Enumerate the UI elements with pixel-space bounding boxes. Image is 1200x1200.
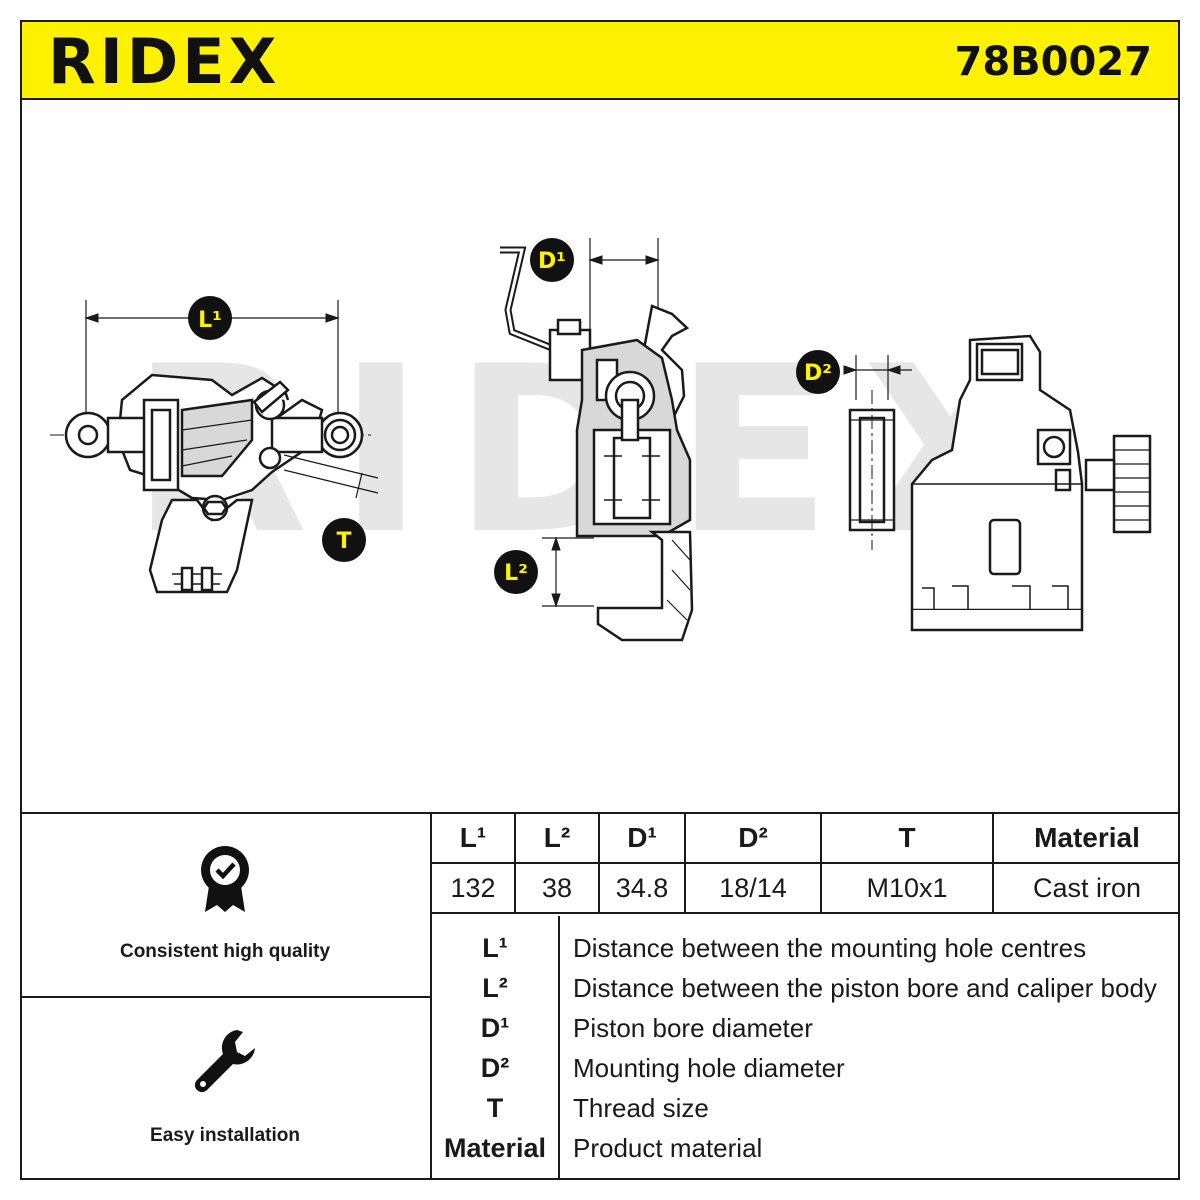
spec-value-l2: 38 bbox=[514, 862, 600, 914]
svg-text:L²: L² bbox=[504, 561, 528, 586]
feature-installation: Easy installation bbox=[20, 1026, 430, 1147]
dimension-tag-d2: D² bbox=[796, 350, 840, 394]
spec-value-l1: 132 bbox=[432, 862, 516, 914]
spec-header-l1: L¹ bbox=[432, 814, 516, 864]
dimension-tag-t: T bbox=[322, 518, 366, 562]
spec-value-row: 132 38 34.8 18/14 M10x1 Cast iron bbox=[432, 862, 1180, 914]
legend-key: D² bbox=[480, 1053, 510, 1083]
spec-header-d2: D² bbox=[684, 814, 822, 864]
legend-row: T Thread size bbox=[432, 1088, 1180, 1128]
spec-value-d2: 18/14 bbox=[684, 862, 822, 914]
feature-divider bbox=[20, 996, 430, 998]
legend-list: L¹ Distance between the mounting hole ce… bbox=[432, 928, 1180, 1180]
dimension-tag-l2: L² bbox=[494, 550, 538, 594]
svg-text:T: T bbox=[336, 529, 351, 554]
caliper-section-view bbox=[500, 238, 694, 642]
legend-key: L¹ bbox=[482, 933, 508, 963]
legend-row: L² Distance between the piston bore and … bbox=[432, 968, 1180, 1008]
legend-key: T bbox=[486, 1093, 504, 1123]
spec-header-material: Material bbox=[992, 814, 1180, 864]
legend-desc: Product material bbox=[573, 1133, 763, 1163]
svg-text:D²: D² bbox=[804, 361, 832, 386]
legend-row: L¹ Distance between the mounting hole ce… bbox=[432, 928, 1180, 968]
spec-value-material: Cast iron bbox=[992, 862, 1180, 914]
caliper-side-view bbox=[50, 300, 379, 594]
part-number: 78B0027 bbox=[954, 39, 1152, 85]
legend-key: D¹ bbox=[480, 1013, 510, 1043]
caliper-front-view bbox=[843, 334, 1152, 632]
spec-header-t: T bbox=[820, 814, 994, 864]
feature-label: Easy installation bbox=[150, 1125, 300, 1146]
feature-label: Consistent high quality bbox=[119, 941, 331, 962]
legend-row: D² Mounting hole diameter bbox=[432, 1048, 1180, 1088]
spec-table: L¹ L² D¹ D² T Material 132 38 34.8 18/14… bbox=[432, 814, 1180, 914]
svg-text:L¹: L¹ bbox=[198, 308, 222, 333]
caliper-technical-drawing: RIDEX bbox=[50, 238, 1152, 642]
legend-row: D¹ Piston bore diameter bbox=[432, 1008, 1180, 1048]
spec-header-row: L¹ L² D¹ D² T Material bbox=[432, 814, 1180, 864]
svg-text:D¹: D¹ bbox=[538, 249, 566, 274]
section-divider bbox=[20, 812, 1180, 814]
dimension-tag-d1: D¹ bbox=[530, 238, 574, 282]
feature-quality: Consistent high quality bbox=[20, 842, 430, 963]
spec-value-d1: 34.8 bbox=[598, 862, 686, 914]
brand-logo: RIDEX bbox=[48, 25, 281, 98]
spec-value-t: M10x1 bbox=[820, 862, 994, 914]
legend-key: Material bbox=[443, 1133, 547, 1163]
legend-desc: Distance between the piston bore and cal… bbox=[573, 973, 1157, 1003]
legend-desc: Mounting hole diameter bbox=[573, 1053, 845, 1083]
panel-divider bbox=[430, 812, 432, 1180]
header-bar: RIDEX 78B0027 bbox=[20, 20, 1180, 100]
legend-key: L² bbox=[482, 973, 508, 1003]
quality-badge-icon bbox=[201, 846, 249, 912]
legend-desc: Thread size bbox=[573, 1093, 709, 1123]
legend-divider bbox=[558, 916, 560, 1180]
spec-header-l2: L² bbox=[514, 814, 600, 864]
features-panel: Consistent high quality Easy installatio… bbox=[20, 812, 430, 1180]
legend-desc: Distance between the mounting hole centr… bbox=[573, 933, 1087, 963]
spec-header-d1: D¹ bbox=[598, 814, 686, 864]
dimension-tag-l1: L¹ bbox=[188, 296, 232, 340]
legend-desc: Piston bore diameter bbox=[573, 1013, 813, 1043]
legend-row: Material Product material bbox=[432, 1128, 1180, 1168]
wrench-icon bbox=[194, 1030, 255, 1093]
